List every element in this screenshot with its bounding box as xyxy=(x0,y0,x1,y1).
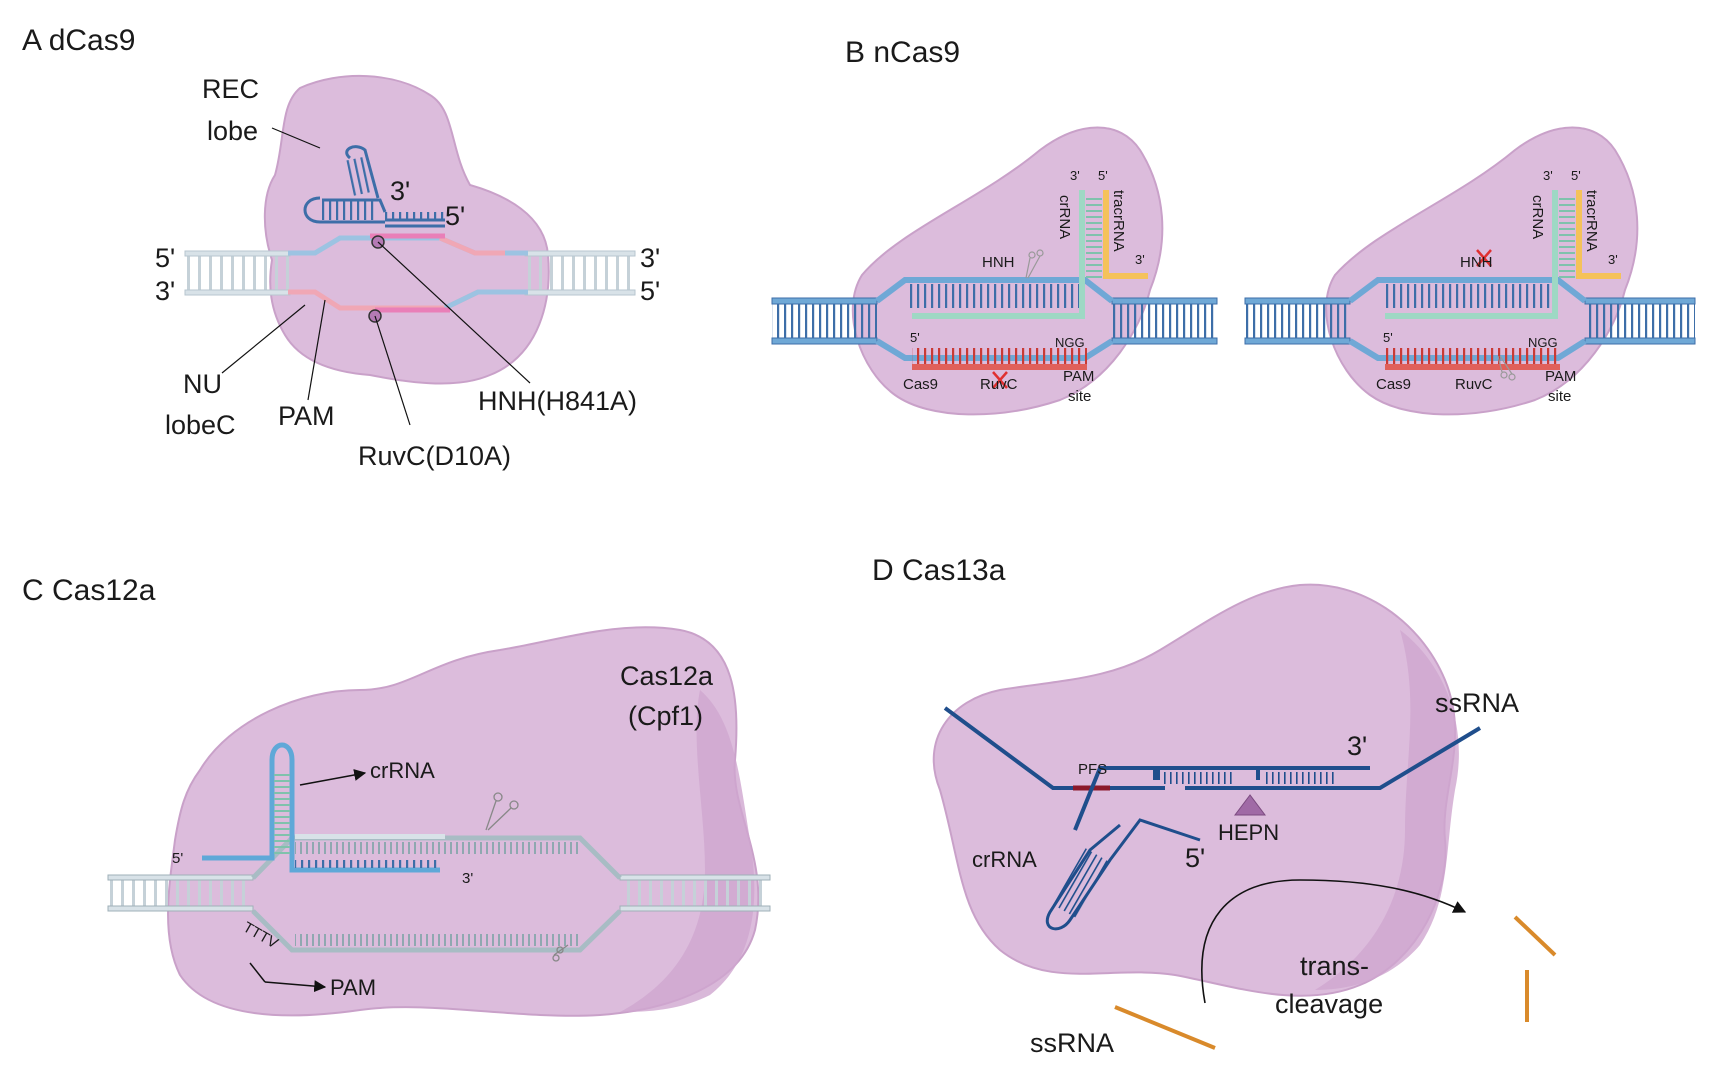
cas12a-pam-arrow-h xyxy=(264,980,327,993)
dcas9-right-top-end: 3' xyxy=(640,243,660,273)
cas13a-three-label: 3' xyxy=(1347,731,1367,761)
ncas9-1-crrna: crRNA xyxy=(1056,195,1073,239)
panel-c-title: C Cas12a xyxy=(22,574,156,607)
cas12a-crrna-label: crRNA xyxy=(370,758,435,783)
dcas9-nu-label: NU xyxy=(183,369,222,399)
dcas9-right-bottom-end: 5' xyxy=(640,276,660,306)
dcas9-protein-blob xyxy=(263,74,550,385)
ncas9-2-three: 3' xyxy=(1543,168,1553,183)
ncas9-1-tracrrna: tracrRNA xyxy=(1110,190,1127,252)
ncas9-1-five: 5' xyxy=(1098,168,1108,183)
dcas9-lobec-label: lobeC xyxy=(165,410,236,440)
ncas9-1-ngg: NGG xyxy=(1055,335,1085,350)
cas12a-crrna xyxy=(202,742,440,873)
dcas9-rec-leader xyxy=(271,127,321,149)
dcas9-hnh-label: HNH(H841A) xyxy=(478,386,637,416)
cas12a-protein-label: Cas12a xyxy=(620,661,714,691)
cas13a-trans-cleavage-arrow xyxy=(1201,879,1467,1004)
dcas9-rna-3prime: 3' xyxy=(390,176,410,206)
panel-b: B nCas9 xyxy=(771,36,1696,416)
cas12a-scissors-bottom-icon xyxy=(552,944,569,962)
cas13a-crrna-label: crRNA xyxy=(972,847,1037,872)
panel-b-title: B nCas9 xyxy=(845,36,960,69)
cas12a-three-label: 3' xyxy=(462,870,473,887)
ncas9-2-dna5: 5' xyxy=(1383,330,1393,345)
cas12a-pam-label: PAM xyxy=(330,975,376,1000)
dcas9-left-bottom-end: 3' xyxy=(155,276,175,306)
dcas9-top-strand-pink xyxy=(439,235,505,256)
ncas9-1-tracr-3prime: 3' xyxy=(1135,252,1145,267)
dcas9-bottom-strand-blue xyxy=(443,289,528,311)
cas12a-protein-alt-label: (Cpf1) xyxy=(628,701,703,731)
cas13a-target-ssrna xyxy=(943,706,1482,790)
dcas9-hnh-leader xyxy=(377,241,531,384)
ncas9-2-pam: PAM xyxy=(1545,368,1576,385)
dcas9-left-top-end: 5' xyxy=(155,243,175,273)
cas12a-five-label: 5' xyxy=(172,850,183,867)
ncas9-2-tracrrna: tracrRNA xyxy=(1583,190,1600,252)
dcas9-pam-label: PAM xyxy=(278,401,335,431)
cas13a-cleavage-label: cleavage xyxy=(1275,989,1383,1019)
cas12a-crrna-arrow xyxy=(299,769,367,786)
ncas9-2-five: 5' xyxy=(1571,168,1581,183)
ncas9-diagram-2: 3' 5' crRNA tracrRNA 3' HNH 5' NGG Cas9 … xyxy=(1244,126,1696,416)
panel-d-title: D Cas13a xyxy=(872,554,1006,587)
cas13a-five-label: 5' xyxy=(1185,843,1205,873)
panel-d: D Cas13a ssRNA PFS 3' HEPN crRNA 5' tran… xyxy=(872,554,1557,1058)
dcas9-dna-right xyxy=(524,250,636,296)
dcas9-nuc-leader xyxy=(221,304,306,374)
dcas9-dna-left xyxy=(184,250,291,296)
dcas9-guide-rna xyxy=(303,145,445,228)
dcas9-rec-label: REC xyxy=(202,74,259,104)
panel-c: C Cas12a Cas12a (Cpf1) cr xyxy=(22,574,771,1017)
ncas9-1-scissors-icon xyxy=(1025,249,1044,279)
ncas9-1-hnh: HNH xyxy=(982,254,1015,271)
ncas9-1-site: site xyxy=(1068,388,1091,405)
dcas9-lobe-label: lobe xyxy=(207,116,258,146)
ncas9-1-pam: PAM xyxy=(1063,368,1094,385)
ncas9-1-cas9: Cas9 xyxy=(903,376,938,393)
cas13a-trans-label: trans- xyxy=(1300,951,1369,981)
cas13a-cleaved-fragment-1 xyxy=(1513,915,1557,957)
cas12a-scissors-top-icon xyxy=(485,792,519,831)
ncas9-2-hnh-knockout xyxy=(1476,249,1492,267)
cas13a-ssrna-top-label: ssRNA xyxy=(1435,688,1519,718)
ncas9-2-cas9: Cas9 xyxy=(1376,376,1411,393)
ncas9-diagram-1: 3' 5' crRNA tracrRNA 3' HNH 5' NGG Cas9 … xyxy=(771,126,1218,416)
cas12a-pam-arrow xyxy=(249,962,266,983)
ncas9-2-crrna: crRNA xyxy=(1529,195,1546,239)
ncas9-1-three: 3' xyxy=(1070,168,1080,183)
ncas9-1-ruvc: RuvC xyxy=(980,376,1018,393)
ncas9-2-ruvc: RuvC xyxy=(1455,376,1493,393)
ncas9-2-ngg: NGG xyxy=(1528,335,1558,350)
cas13a-pfs-label: PFS xyxy=(1078,761,1107,778)
dcas9-ruvc-leader xyxy=(374,315,411,426)
ncas9-1-dna5: 5' xyxy=(910,330,920,345)
panel-a-title: A dCas9 xyxy=(22,24,135,57)
ncas9-2-site: site xyxy=(1548,388,1571,405)
cas13a-hepn-triangle xyxy=(1234,794,1266,816)
cas13a-hepn-label: HEPN xyxy=(1218,820,1279,845)
cas13a-protein-shade xyxy=(1315,630,1459,990)
ncas9-1-ruvc-knockout xyxy=(992,371,1008,389)
panel-a: A dCas9 xyxy=(22,24,660,471)
cas13a-bystander-ssrna xyxy=(1114,1005,1216,1050)
ncas9-2-hnh: HNH xyxy=(1460,254,1493,271)
ncas9-2-tracr-3prime: 3' xyxy=(1608,252,1618,267)
dcas9-pam-leader xyxy=(307,299,326,401)
dcas9-ruvc-label: RuvC(D10A) xyxy=(358,441,511,471)
cas12a-protein-shade xyxy=(620,690,755,1012)
dcas9-rna-5prime: 5' xyxy=(445,201,465,231)
ncas9-2-scissors-icon xyxy=(1497,355,1516,381)
cas13a-ssrna-bottom-label: ssRNA xyxy=(1030,1028,1114,1058)
